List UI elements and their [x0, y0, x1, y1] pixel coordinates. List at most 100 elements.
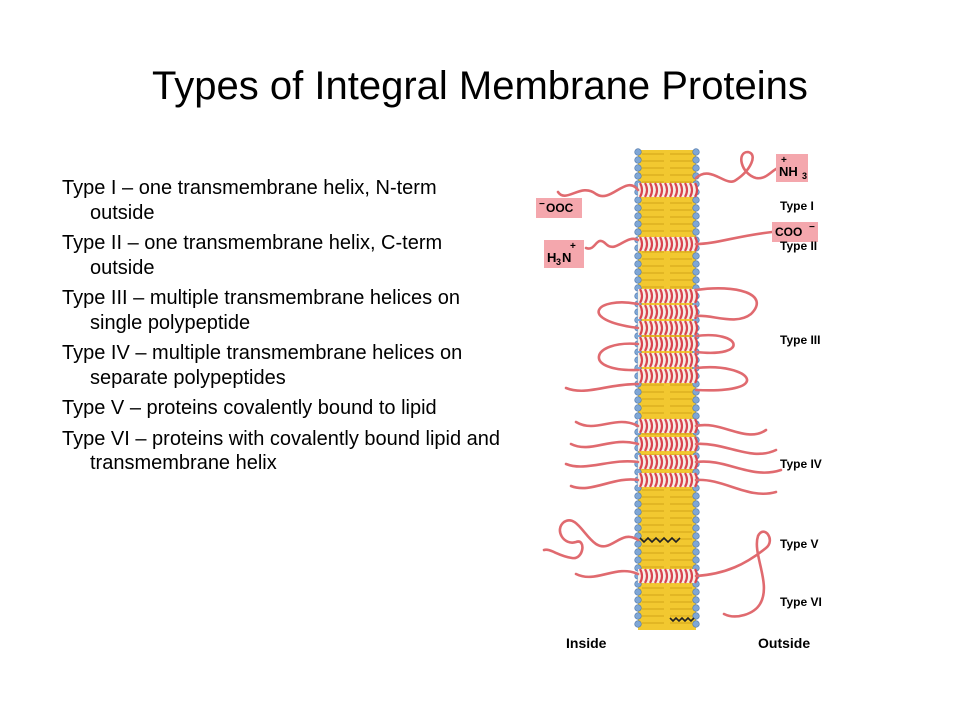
helix-turn	[659, 352, 664, 368]
helix-turn	[669, 236, 674, 252]
lipid-head	[692, 212, 700, 220]
lipid-head	[634, 396, 642, 404]
helix-turn	[684, 336, 689, 352]
lipid-head	[634, 500, 642, 508]
chain-type-6-outside	[694, 530, 772, 618]
membrane-protein-figure: + NH 3 − OOC COO − + H 3 N Typ	[536, 144, 846, 659]
helix-turn	[674, 368, 679, 384]
helix-turn	[649, 436, 654, 452]
helix-turn	[684, 236, 689, 252]
helix-turn	[649, 320, 654, 336]
lipid-head	[692, 540, 700, 548]
helix-turn	[644, 304, 649, 320]
helix-turn	[674, 352, 679, 368]
helix-turn	[674, 304, 679, 320]
chain-type-3-loop-in-1	[597, 301, 640, 330]
h3n-n: N	[562, 250, 571, 265]
lipid-head	[692, 596, 700, 604]
lipid-head	[692, 548, 700, 556]
helix-turn	[684, 472, 689, 488]
chain-type-4-a	[574, 420, 768, 436]
helix-turn	[679, 236, 684, 252]
lipid-head	[634, 540, 642, 548]
helix-turn	[669, 288, 674, 304]
helix-turn	[679, 336, 684, 352]
helix-turn	[639, 336, 644, 352]
lipid-head	[692, 492, 700, 500]
helix-turn	[669, 320, 674, 336]
lipid-head	[634, 156, 642, 164]
coo-label: COO	[775, 225, 802, 239]
chain-type-3-loop-out-1	[694, 286, 759, 321]
lipid-head	[634, 404, 642, 412]
chain-type-4-d	[569, 478, 778, 495]
helix-turn	[689, 472, 694, 488]
lipid-anchors	[639, 536, 695, 623]
helix-turn	[639, 352, 644, 368]
label-type-2: Type II	[780, 239, 817, 253]
nh3-label: NH	[779, 164, 798, 179]
helix-turn	[679, 568, 684, 584]
lipid-head	[692, 204, 700, 212]
helix-turn	[689, 436, 694, 452]
nh3-subscript: 3	[802, 171, 807, 181]
helix-turn	[654, 472, 659, 488]
helix-turn	[644, 320, 649, 336]
helix-turn	[679, 182, 684, 198]
helix-turn	[684, 304, 689, 320]
lipid-head	[692, 516, 700, 524]
lipid-head	[634, 604, 642, 612]
helix-turn	[664, 436, 669, 452]
helix-turn	[649, 472, 654, 488]
helix-turn	[639, 236, 644, 252]
lipid-head	[634, 492, 642, 500]
lipid-head	[692, 156, 700, 164]
ooc-label: OOC	[546, 201, 574, 215]
helix-turn	[689, 454, 694, 470]
helix-turn	[669, 418, 674, 434]
helix-turn	[649, 236, 654, 252]
helix-turn	[679, 418, 684, 434]
lipid-head	[634, 596, 642, 604]
list-item-type-4: Type IV – multiple transmembrane helices…	[62, 342, 463, 389]
lipid-head	[692, 164, 700, 172]
lipid-head	[634, 556, 642, 564]
chain-type-2-inside	[584, 237, 640, 250]
helix-turn	[679, 472, 684, 488]
helix-turn	[669, 472, 674, 488]
lipid-head	[634, 196, 642, 204]
helix-turn	[664, 236, 669, 252]
helix-turn	[694, 320, 699, 336]
terminal-h3n: + H 3 N	[544, 240, 584, 268]
lipid-head	[634, 524, 642, 532]
helix-turn	[659, 368, 664, 384]
lipid-head	[634, 516, 642, 524]
lipid-head	[692, 532, 700, 540]
helix-turn	[674, 236, 679, 252]
lipid-head	[692, 276, 700, 284]
helices	[638, 182, 699, 584]
lipid-head	[634, 508, 642, 516]
label-type-4: Type IV	[780, 457, 822, 471]
helix-turn	[644, 352, 649, 368]
helix-turn	[644, 436, 649, 452]
helix-turn	[649, 352, 654, 368]
lipid-head	[634, 252, 642, 260]
helix-turn	[639, 320, 644, 336]
helix-turn	[684, 436, 689, 452]
lipid-head	[634, 268, 642, 276]
lipid-head	[692, 556, 700, 564]
helix-turn	[659, 336, 664, 352]
lipid-head	[692, 252, 700, 260]
helix-turn	[659, 236, 664, 252]
helix-turn	[654, 236, 659, 252]
helix-turn	[674, 454, 679, 470]
lipid-head	[634, 388, 642, 396]
helix-turn	[639, 304, 644, 320]
helix-turn	[649, 368, 654, 384]
lipid-anchor-type-6	[669, 616, 695, 623]
chain-type-1-inside	[556, 183, 640, 198]
membrane-bilayer	[634, 148, 700, 630]
helix-turn	[654, 352, 659, 368]
list-item-type-3: Type III – multiple transmembrane helice…	[62, 287, 460, 334]
